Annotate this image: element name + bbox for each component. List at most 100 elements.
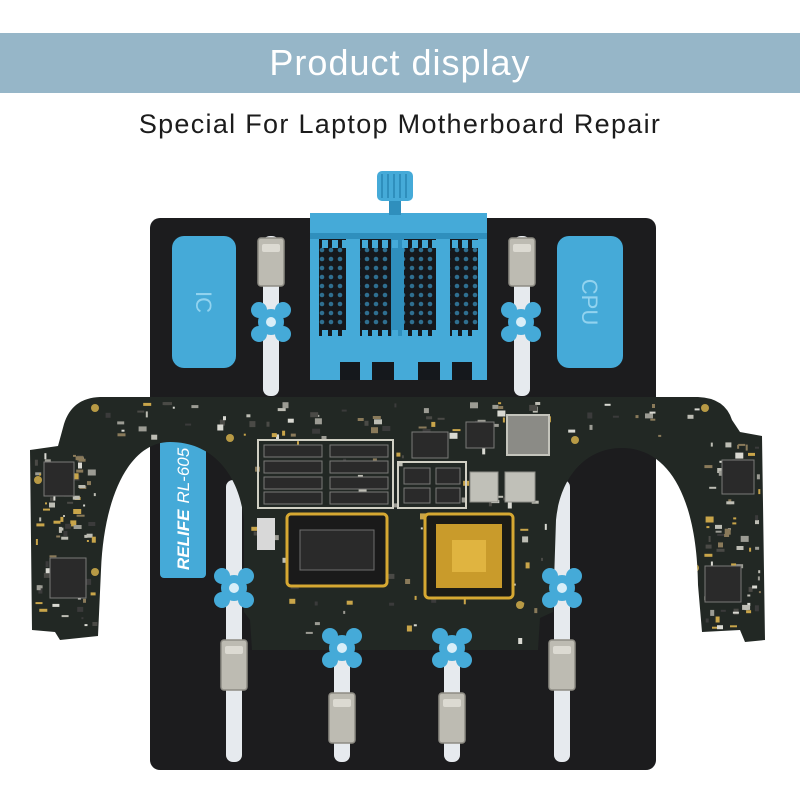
board-component — [374, 419, 382, 425]
clamp-hole — [319, 283, 325, 289]
board-component — [587, 412, 593, 419]
board-component — [243, 433, 246, 436]
clamp-hole — [463, 283, 469, 289]
board-component — [730, 625, 737, 628]
board-component — [59, 527, 64, 531]
clamp-hole — [409, 247, 415, 253]
board-component — [612, 415, 619, 418]
board-component — [121, 429, 125, 432]
clamp-hole — [319, 274, 325, 280]
banner: Product display — [0, 33, 800, 93]
board-component — [418, 426, 427, 429]
board-component — [87, 481, 91, 486]
board-component — [297, 441, 299, 448]
controller-chip — [411, 431, 449, 459]
board-component — [705, 544, 712, 549]
clamp-hole — [337, 319, 343, 325]
clamp-hole — [472, 310, 478, 316]
clamp-hole — [373, 274, 379, 280]
board-component — [35, 602, 43, 605]
board-component — [413, 624, 417, 627]
mount-hole — [91, 404, 99, 412]
board-component — [282, 430, 286, 436]
gpu-die — [452, 540, 486, 572]
board-component — [757, 576, 760, 581]
board-component — [426, 416, 433, 420]
board-component — [310, 412, 319, 418]
memory-chip — [329, 491, 389, 505]
board-component — [658, 434, 662, 437]
clamp-hole — [463, 301, 469, 307]
ic-storage-pad — [172, 236, 236, 368]
board-component — [398, 462, 403, 467]
clamp-hole — [409, 256, 415, 262]
clamp-hole — [427, 283, 433, 289]
board-component — [498, 406, 504, 409]
clamp-hole — [472, 265, 478, 271]
clamp-rail-left — [346, 238, 360, 338]
board-component — [604, 403, 611, 406]
board-component — [37, 585, 43, 589]
board-component — [251, 526, 259, 531]
cpu-pad-label: CPU — [577, 279, 602, 325]
clamp-hole — [319, 265, 325, 271]
shield-chip — [504, 471, 536, 503]
clamp-hole — [409, 265, 415, 271]
board-component — [463, 598, 466, 605]
board-component — [477, 419, 486, 423]
board-component — [732, 611, 739, 614]
clamp-hole — [463, 310, 469, 316]
board-component — [105, 412, 111, 418]
board-component — [39, 473, 41, 476]
board-component — [343, 458, 347, 461]
board-component — [449, 432, 458, 439]
board-component — [749, 547, 752, 552]
board-component — [61, 615, 69, 618]
clamp-hole — [427, 301, 433, 307]
board-component — [73, 454, 76, 457]
board-component — [710, 442, 713, 447]
board-component — [90, 592, 96, 596]
board-component — [35, 472, 42, 476]
small-chip — [435, 487, 461, 504]
clamp-hole — [382, 283, 388, 289]
board-component — [358, 487, 367, 494]
board-component — [44, 453, 47, 460]
board-component — [715, 616, 720, 623]
board-component — [289, 598, 296, 604]
mount-hole — [701, 404, 709, 412]
board-component — [717, 625, 723, 630]
board-component — [635, 415, 639, 419]
wing-chip-left — [43, 461, 75, 497]
board-component — [312, 428, 321, 434]
clamp-hole — [328, 283, 334, 289]
board-component — [525, 562, 530, 569]
clamp-hole — [427, 247, 433, 253]
board-component — [382, 426, 391, 431]
memory-chip — [263, 476, 323, 490]
clamp-hole — [409, 319, 415, 325]
clamp-hole — [373, 319, 379, 325]
clamp-hole — [382, 274, 388, 280]
board-component — [720, 609, 726, 612]
clamp-hole — [454, 301, 460, 307]
clamp-hole — [418, 283, 424, 289]
board-component — [314, 601, 318, 606]
banner-title: Product display — [269, 42, 531, 83]
mount-hole — [91, 568, 99, 576]
shield-chip-large — [506, 414, 550, 456]
clamp-hole — [409, 301, 415, 307]
clamp-hole — [373, 247, 379, 253]
board-component — [91, 536, 96, 543]
clamp-hole — [337, 265, 343, 271]
board-component — [72, 495, 80, 500]
board-component — [645, 413, 653, 419]
board-component — [341, 409, 347, 412]
subtitle: Special For Laptop Motherboard Repair — [138, 109, 662, 139]
board-component — [290, 433, 296, 437]
clamp-hole — [337, 310, 343, 316]
board-component — [223, 416, 226, 421]
board-component — [687, 414, 694, 419]
clamp-screw-column — [391, 238, 404, 338]
board-component — [38, 587, 43, 594]
